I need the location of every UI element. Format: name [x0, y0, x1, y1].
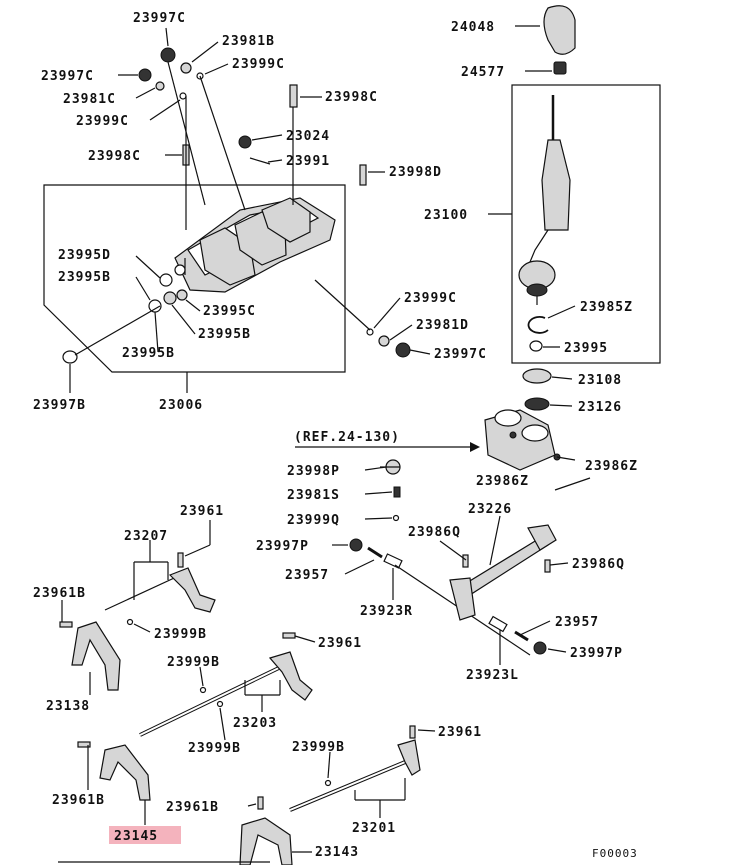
label-23961B-b[interactable]: 23961B	[52, 793, 105, 808]
lever-box	[511, 84, 661, 364]
fork-23138	[59, 621, 121, 691]
label-23999B-a[interactable]: 23999B	[154, 627, 207, 642]
selector-fasteners	[349, 459, 403, 569]
label-23108[interactable]: 23108	[578, 373, 622, 388]
label-23997P-b[interactable]: 23997P	[570, 646, 623, 661]
label-23998D[interactable]: 23998D	[389, 165, 442, 180]
label-23006[interactable]: 23006	[159, 398, 203, 413]
fork-23143	[239, 796, 293, 865]
label-23995B-c[interactable]: 23995B	[122, 346, 175, 361]
label-23923R[interactable]: 23923R	[360, 604, 413, 619]
shift-rail-23226	[394, 524, 557, 656]
detent-parts	[62, 264, 188, 364]
label-23226[interactable]: 23226	[468, 502, 512, 517]
label-23999C-a[interactable]: 23999C	[232, 57, 285, 72]
label-23126[interactable]: 23126	[578, 400, 622, 415]
rod-23201	[289, 725, 421, 812]
right-fasteners	[314, 279, 411, 358]
label-23997B[interactable]: 23997B	[33, 398, 86, 413]
ref-note: (REF.24-130)	[294, 430, 400, 445]
label-23999B-d[interactable]: 23999B	[292, 740, 345, 755]
label-23138[interactable]: 23138	[46, 699, 90, 714]
label-24048[interactable]: 24048	[451, 20, 495, 35]
label-23998P[interactable]: 23998P	[287, 464, 340, 479]
label-23995D[interactable]: 23995D	[58, 248, 111, 263]
label-23999B-b[interactable]: 23999B	[167, 655, 220, 670]
label-23997C-c[interactable]: 23997C	[434, 347, 487, 362]
label-23995[interactable]: 23995	[564, 341, 608, 356]
lever-housing	[484, 409, 591, 491]
label-23986Q-a[interactable]: 23986Q	[408, 525, 461, 540]
label-23995C[interactable]: 23995C	[203, 304, 256, 319]
label-23961-c[interactable]: 23961	[438, 725, 482, 740]
label-23961-a[interactable]: 23961	[180, 504, 224, 519]
label-23207[interactable]: 23207	[124, 529, 168, 544]
label-23981B-a[interactable]: 23981B	[222, 34, 275, 49]
shift-cover-housing	[174, 197, 336, 293]
label-23986Z-a[interactable]: 23986Z	[476, 474, 529, 489]
label-23981D[interactable]: 23981D	[416, 318, 469, 333]
label-23998C-a[interactable]: 23998C	[325, 90, 378, 105]
label-23203[interactable]: 23203	[233, 716, 277, 731]
label-23999C-b[interactable]: 23999C	[76, 114, 129, 129]
label-23997C-b[interactable]: 23997C	[41, 69, 94, 84]
highlight-23145	[109, 826, 181, 844]
label-23997P-a[interactable]: 23997P	[256, 539, 309, 554]
label-23957-b[interactable]: 23957	[555, 615, 599, 630]
part-labels: 23997C 23981B 23999C 23997C 23981C 23999…	[33, 11, 638, 860]
lever-bottom-parts	[522, 368, 552, 411]
label-23997C-a[interactable]: 23997C	[133, 11, 186, 26]
label-23999C-c[interactable]: 23999C	[404, 291, 457, 306]
label-23957-a[interactable]: 23957	[285, 568, 329, 583]
label-23201[interactable]: 23201	[352, 821, 396, 836]
footer-code: F00003	[592, 847, 638, 860]
label-23999Q[interactable]: 23999Q	[287, 513, 340, 528]
label-23961B-a[interactable]: 23961B	[33, 586, 86, 601]
label-23143[interactable]: 23143	[315, 845, 359, 860]
fork-23145	[77, 741, 151, 801]
ref-arrow	[295, 442, 480, 452]
label-23999B-c[interactable]: 23999B	[188, 741, 241, 756]
label-23961B-c[interactable]: 23961B	[166, 800, 219, 815]
label-24577[interactable]: 24577	[461, 65, 505, 80]
label-23961-b[interactable]: 23961	[318, 636, 362, 651]
top-fasteners	[138, 47, 367, 230]
rod-23203	[139, 632, 313, 737]
label-23986Z-b[interactable]: 23986Z	[585, 459, 638, 474]
label-23100[interactable]: 23100	[424, 208, 468, 223]
label-23995B-a[interactable]: 23995B	[58, 270, 111, 285]
label-23995B-b[interactable]: 23995B	[198, 327, 251, 342]
leader-lines	[58, 25, 576, 863]
label-23985Z[interactable]: 23985Z	[580, 300, 633, 315]
label-23923L[interactable]: 23923L	[466, 668, 519, 683]
shift-knob	[543, 5, 576, 75]
label-23981C[interactable]: 23981C	[63, 92, 116, 107]
label-23145[interactable]: 23145	[114, 829, 158, 844]
shift-cover-box	[43, 184, 346, 373]
fork-23207	[104, 552, 216, 626]
shift-lever	[518, 95, 571, 352]
label-23998C-b[interactable]: 23998C	[88, 149, 141, 164]
label-23991[interactable]: 23991	[286, 154, 330, 169]
label-23981S[interactable]: 23981S	[287, 488, 340, 503]
label-23986Q-b[interactable]: 23986Q	[572, 557, 625, 572]
label-23024[interactable]: 23024	[286, 129, 330, 144]
